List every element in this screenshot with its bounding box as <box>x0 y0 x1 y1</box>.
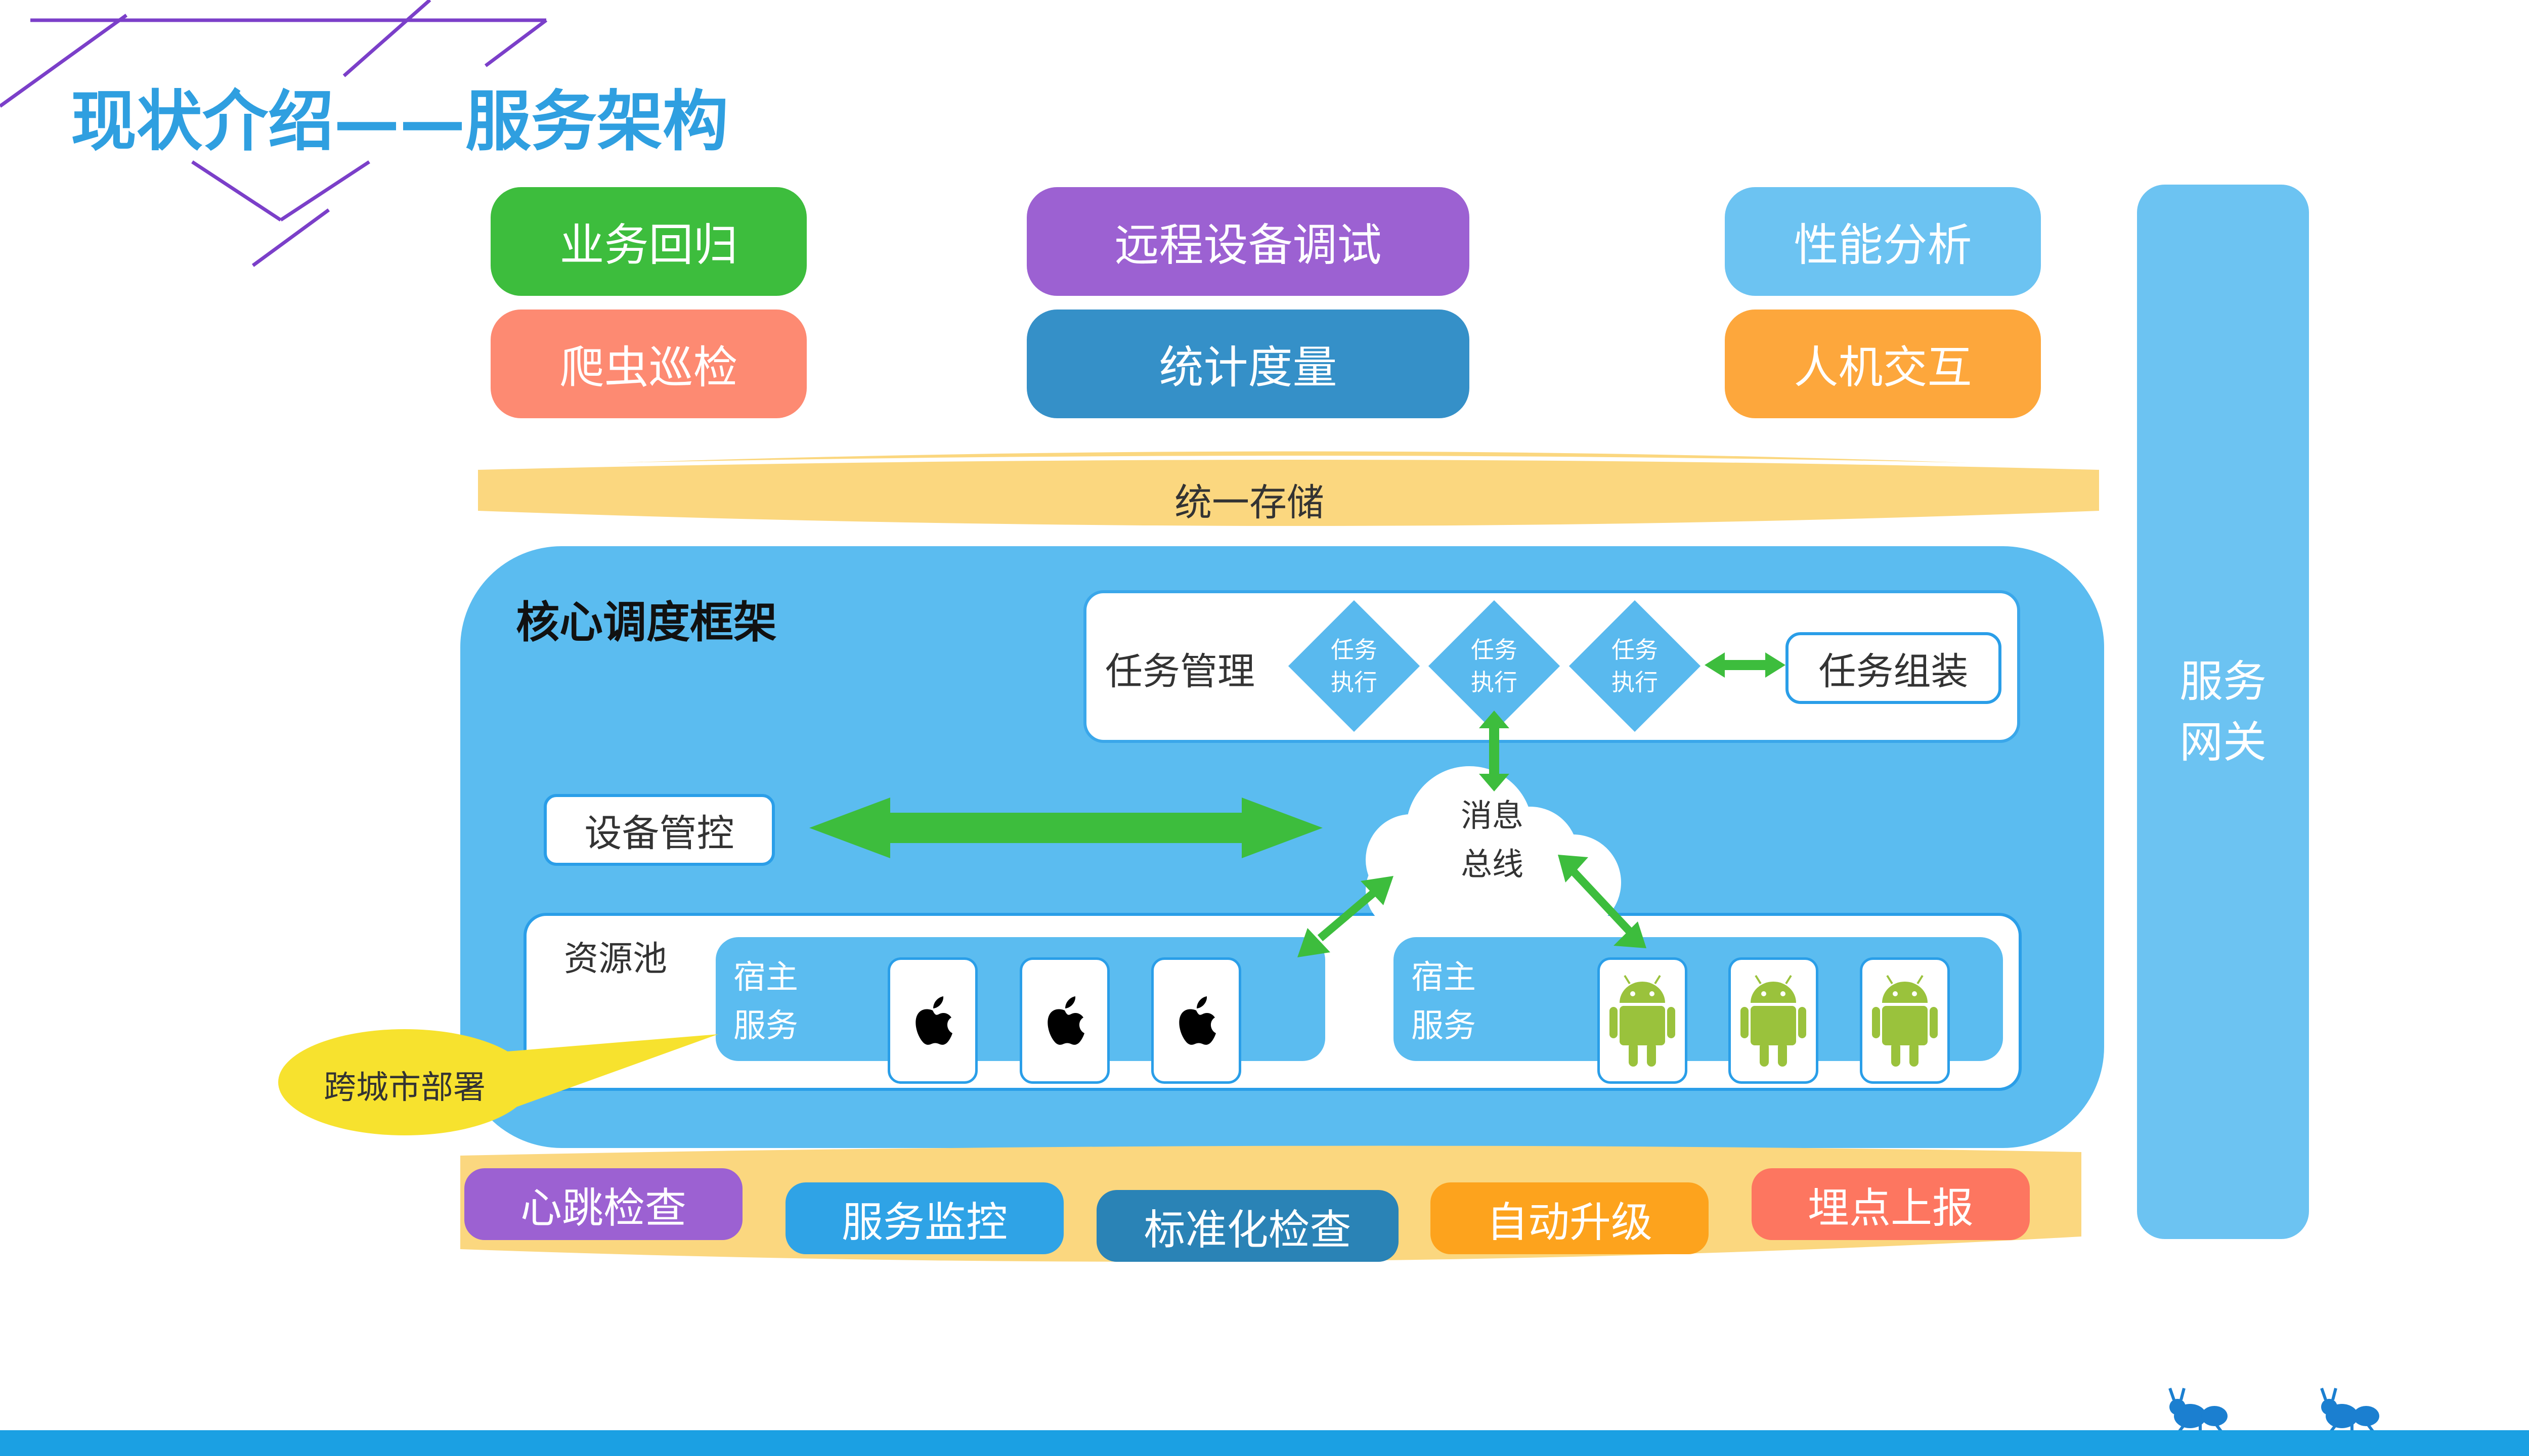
module-remote-debug: 远程设备调试 <box>1027 187 1469 296</box>
android-device-1 <box>1597 957 1687 1084</box>
android-robot-icon <box>1609 975 1675 1067</box>
ios-device-1 <box>888 957 978 1084</box>
android-device-2 <box>1728 957 1818 1084</box>
host-service-android-label: 宿主服务 <box>1411 959 1476 1045</box>
task-exec-label-1: 任务执行 <box>1331 636 1377 696</box>
task-assembly-box: 任务组装 <box>1785 632 2001 704</box>
module-tracking-report: 埋点上报 <box>1752 1168 2030 1240</box>
android-robot-icon <box>1872 975 1938 1067</box>
task-exec-label-3: 任务执行 <box>1611 636 1658 696</box>
module-human-interaction: 人机交互 <box>1725 310 2041 418</box>
task-exec-label-2: 任务执行 <box>1471 636 1517 696</box>
module-standard-check: 标准化检查 <box>1097 1190 1399 1262</box>
module-crawler-inspection: 爬虫巡检 <box>491 310 807 418</box>
callout-cross-city: 跨城市部署 <box>324 1069 486 1107</box>
message-bus-label: 消息总线 <box>1460 797 1523 883</box>
android-robot-icon <box>1740 975 1806 1067</box>
service-gateway: 服务 网关 <box>2137 185 2309 1239</box>
core-framework-title: 核心调度框架 <box>516 597 777 648</box>
module-performance: 性能分析 <box>1725 187 2041 296</box>
ant-logo-icon <box>2168 1388 2228 1435</box>
task-assembly-label: 任务组装 <box>1818 649 1969 693</box>
module-service-monitor: 服务监控 <box>786 1182 1064 1254</box>
module-business-regression: 业务回归 <box>491 187 807 296</box>
device-control-label: 设备管控 <box>584 811 734 855</box>
module-auto-upgrade: 自动升级 <box>1430 1182 1709 1254</box>
gateway-line2: 网关 <box>2179 717 2266 768</box>
resource-pool-label: 资源池 <box>564 939 668 979</box>
device-control-box: 设备管控 <box>544 794 775 866</box>
footer-bar <box>0 1430 2529 1456</box>
apple-logo-icon <box>915 996 952 1045</box>
task-management-label: 任务管理 <box>1105 650 1255 693</box>
apple-logo-icon <box>1048 996 1084 1045</box>
ant-logo-icon <box>2320 1388 2379 1435</box>
storage-label: 统一存储 <box>1174 481 1324 524</box>
gateway-line1: 服务 <box>2179 656 2266 707</box>
ios-device-3 <box>1151 957 1241 1084</box>
android-device-3 <box>1860 957 1950 1084</box>
ios-device-2 <box>1020 957 1110 1084</box>
module-heartbeat: 心跳检查 <box>464 1168 743 1240</box>
module-statistics: 统计度量 <box>1027 310 1469 418</box>
apple-logo-icon <box>1179 996 1216 1045</box>
host-service-ios-label: 宿主服务 <box>733 959 798 1045</box>
arrows <box>809 652 1785 858</box>
page-title: 现状介绍——服务架构 <box>71 83 729 160</box>
